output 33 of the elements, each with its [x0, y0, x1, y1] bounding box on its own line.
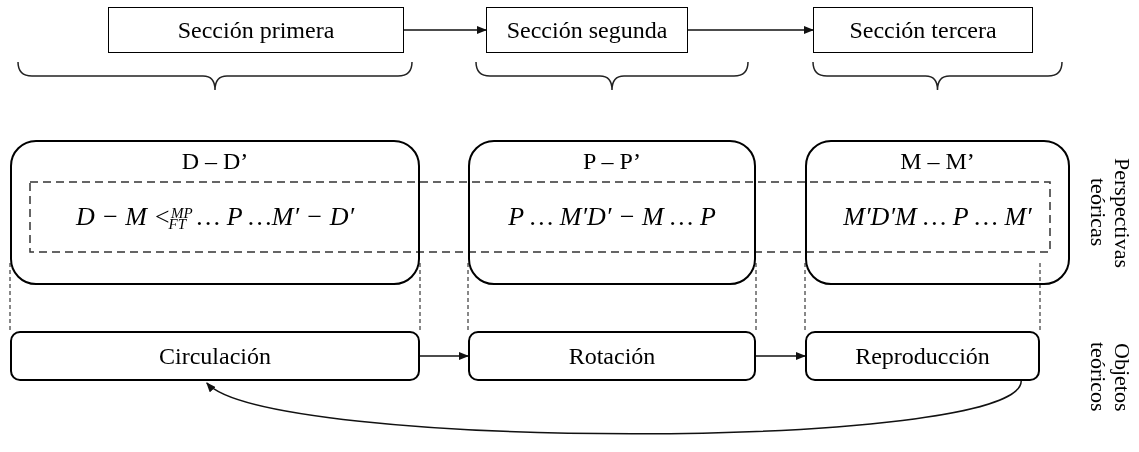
- dashed-line: [467, 262, 469, 332]
- node-title: Sección tercera: [849, 16, 997, 45]
- node-title: P – P’: [583, 147, 641, 176]
- formula: D − M <$^{MP}$$_{FT}$ … P …M′ − D′: [75, 201, 355, 234]
- section-box: [486, 7, 688, 53]
- perspective-box: [805, 140, 1070, 285]
- perspective-box: [468, 140, 756, 285]
- dashed-line: [419, 262, 421, 332]
- node-title: M – M’: [900, 147, 975, 176]
- vertical-label: Perspectivas teóricas: [1086, 156, 1134, 270]
- object-box: [10, 331, 420, 381]
- node-title: D – D’: [181, 147, 249, 176]
- dashed-line: [1039, 262, 1041, 332]
- dashed-line: [804, 262, 806, 332]
- object-box: [805, 331, 1040, 381]
- arrow: [419, 352, 469, 360]
- arrow: [403, 26, 487, 34]
- arrow: [687, 26, 814, 34]
- dashed-line: [755, 262, 757, 332]
- formula: M′D′M … P … M′: [843, 201, 1032, 233]
- node-title: Circulación: [159, 342, 271, 371]
- node-title: Reproducción: [855, 342, 990, 371]
- perspective-box: [10, 140, 420, 285]
- node-title: Sección primera: [177, 16, 335, 45]
- node-title: Rotación: [568, 342, 656, 371]
- arrow: [755, 352, 806, 360]
- dashed-line: [9, 262, 11, 332]
- section-box: [108, 7, 404, 53]
- node-title: Sección segunda: [506, 16, 668, 45]
- section-box: [813, 7, 1033, 53]
- object-box: [468, 331, 756, 381]
- vertical-label: Objetos teóricos: [1086, 341, 1134, 414]
- formula: P … M′D′ − M … P: [508, 201, 716, 233]
